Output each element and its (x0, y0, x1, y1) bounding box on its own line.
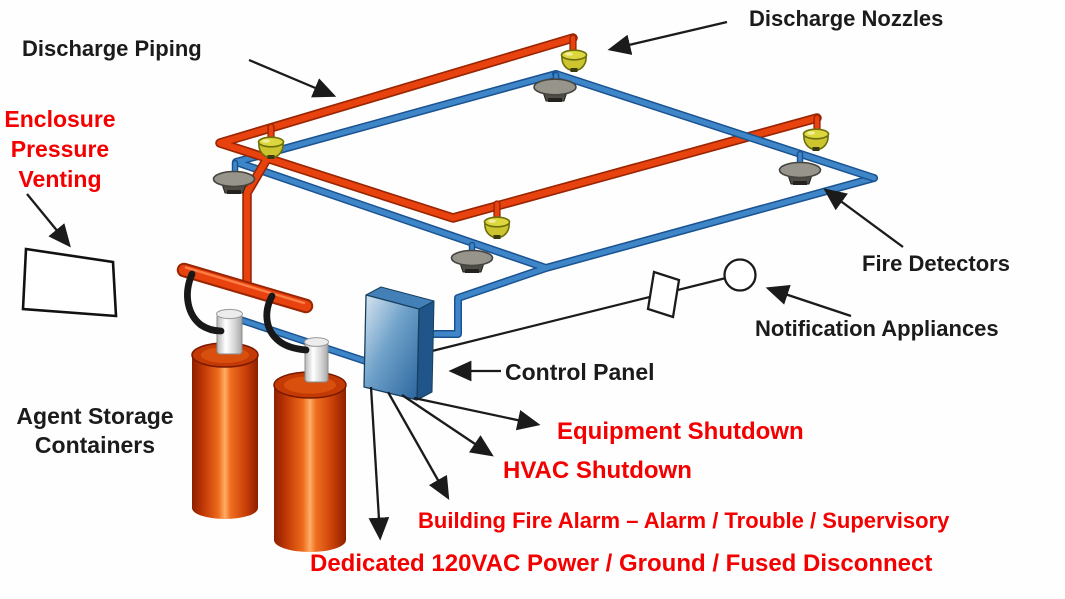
arrow-building-fire-alarm (386, 391, 450, 501)
annotation-arrows (26, 20, 904, 382)
arrow-discharge-piping (248, 58, 337, 98)
container-valve-2 (304, 337, 329, 383)
fire-detector-4 (778, 161, 822, 185)
label-building-fire-alarm: Building Fire Alarm – Alarm / Trouble / … (418, 508, 950, 533)
container-valve-1 (216, 308, 243, 355)
arrow-equipment-shutdown (413, 396, 541, 431)
label-control-panel: Control Panel (505, 359, 655, 385)
discharge-nozzle-2 (560, 49, 588, 72)
discharge-hoses (184, 270, 310, 354)
fire-detector-3 (450, 249, 494, 273)
arrow-discharge-nozzles (607, 20, 728, 55)
label-discharge-nozzles: Discharge Nozzles (749, 6, 944, 31)
label-agent-storage-containers: Agent Storage Containers (16, 403, 174, 458)
fire-detector-2 (533, 78, 577, 102)
agent-container-1 (191, 342, 259, 519)
agent-container-2 (273, 371, 347, 552)
detection-loop-piping (232, 70, 878, 338)
arrow-fire-detectors (823, 188, 904, 248)
notification-horn-icon (646, 270, 681, 319)
discharge-manifold (176, 262, 314, 314)
panel-output-arrows (368, 386, 541, 541)
discharge-nozzle-1 (257, 136, 285, 159)
notification-bell-icon (723, 258, 757, 292)
label-discharge-piping: Discharge Piping (22, 36, 202, 61)
label-equipment-shutdown: Equipment Shutdown (557, 418, 804, 445)
discharge-nozzle-icons (257, 49, 830, 239)
vent-panel (21, 247, 118, 318)
label-hvac-shutdown: HVAC Shutdown (503, 457, 692, 484)
label-enclosure-pressure-venting: Enclosure Pressure Venting (4, 106, 116, 192)
arrow-notification-appliances (765, 284, 852, 318)
actuation-line (228, 313, 372, 366)
fire-detector-icons (212, 78, 822, 273)
fire-detector-1 (212, 170, 256, 194)
discharge-piping-red (215, 33, 822, 294)
arrow-dedicated-power (368, 386, 390, 541)
arrow-enclosure-venting (26, 193, 71, 248)
label-dedicated-power: Dedicated 120VAC Power / Ground / Fused … (310, 550, 933, 577)
discharge-nozzle-3 (483, 216, 511, 239)
discharge-nozzle-4 (802, 128, 830, 151)
arrow-hvac-shutdown (401, 394, 494, 457)
control-panel-box (363, 286, 435, 401)
label-notification-appliances: Notification Appliances (755, 316, 999, 341)
label-fire-detectors: Fire Detectors (862, 251, 1010, 276)
